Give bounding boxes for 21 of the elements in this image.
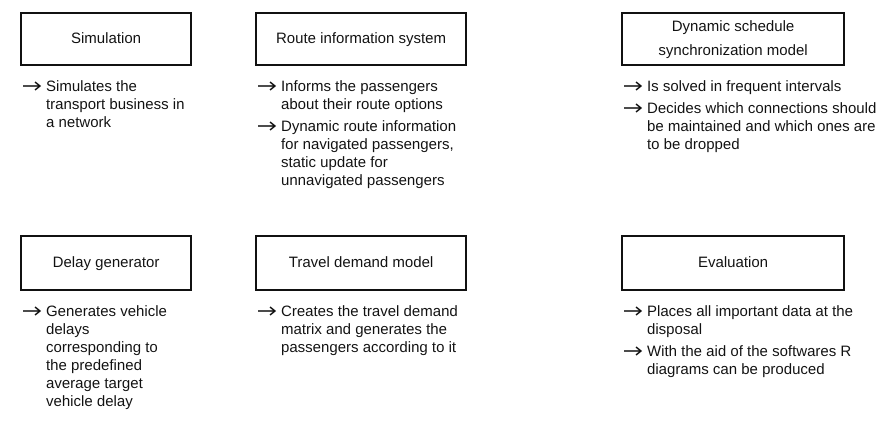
box-title: Delay generator [52,253,160,273]
process-box [255,12,467,66]
bullet-text: Creates the travel demand matrix and generates the passengers according to it [281,303,459,357]
process-box [621,235,845,291]
box-title: Travel demand model [288,253,434,273]
box-title: Dynamic schedule synchronization model [657,17,809,61]
box-title: Simulation [70,29,142,49]
box-title: Evaluation [698,253,768,273]
bullet-text: Simulates the transport business in a network [46,78,186,132]
bullet-text: Dynamic route information for navigated passengers, static update for unnavigated passengers [281,118,458,190]
process-box [20,235,192,291]
bullet-text: Generates vehicle delays corresponding to the predefined average target vehicle delay [46,303,168,411]
bullet-text: With the aid of the softwares R diagrams can be produced [647,343,852,379]
box-title: Route information system [276,29,446,49]
bullet-text: Informs the passengers about their route options [281,78,444,114]
process-box [20,12,192,66]
bullet-text: Decides which connections should be maintained and which ones are to be dropped [647,100,878,154]
bullet-text: Places all important data at the disposal [647,303,854,339]
process-box [621,12,845,66]
bullet-text: Is solved in frequent intervals [647,78,842,96]
process-box [255,235,467,291]
